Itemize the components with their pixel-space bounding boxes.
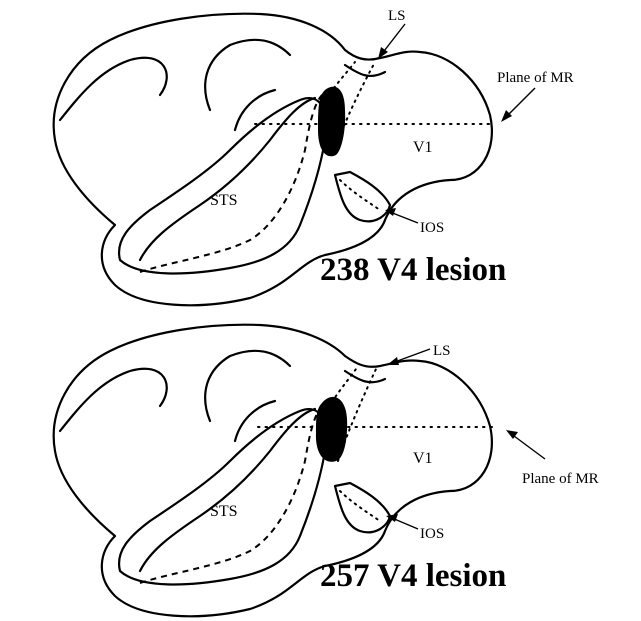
ios-contour <box>335 483 390 532</box>
ls-arrowhead <box>387 357 399 365</box>
label-sts: STS <box>210 192 238 209</box>
panel-caption: 257 V4 lesion <box>320 558 506 594</box>
ios-contour <box>335 172 390 221</box>
plane-arrow <box>510 433 545 459</box>
label-ios: IOS <box>420 526 444 542</box>
temporal-lobe-contour <box>119 98 326 273</box>
arcuate-line <box>205 351 290 421</box>
brain-drawing: LS Plane of MR V1 STS IOS 238 V4 lesion <box>0 0 641 310</box>
label-plane-of-mr: Plane of MR <box>522 471 599 487</box>
brain-diagram-238: LS Plane of MR V1 STS IOS 238 V4 lesion <box>0 0 641 310</box>
label-ios: IOS <box>420 220 444 236</box>
panel-caption: 238 V4 lesion <box>320 252 506 288</box>
arcuate-line <box>205 40 290 110</box>
ios-arrow <box>392 518 418 529</box>
brain-diagram-257: LS Plane of MR V1 STS IOS 257 V4 lesion <box>0 311 641 621</box>
sts-dashed-line <box>140 403 325 583</box>
label-ls: LS <box>388 8 406 24</box>
v4-lesion <box>318 87 345 157</box>
central-gyrus-line <box>235 401 275 441</box>
label-v1: V1 <box>413 450 433 467</box>
v4-lesion <box>316 397 347 462</box>
temporal-lobe-contour <box>119 409 326 584</box>
sts-inner-contour <box>140 98 315 260</box>
label-ls: LS <box>433 343 451 359</box>
sts-dashed-line <box>140 92 325 272</box>
ios-arrow <box>390 212 418 223</box>
label-v1: V1 <box>413 139 433 156</box>
brain-drawing: LS Plane of MR V1 STS IOS 257 V4 lesion <box>0 311 641 621</box>
label-sts: STS <box>210 503 238 520</box>
sts-inner-contour <box>140 409 315 571</box>
label-plane-of-mr: Plane of MR <box>497 70 574 86</box>
